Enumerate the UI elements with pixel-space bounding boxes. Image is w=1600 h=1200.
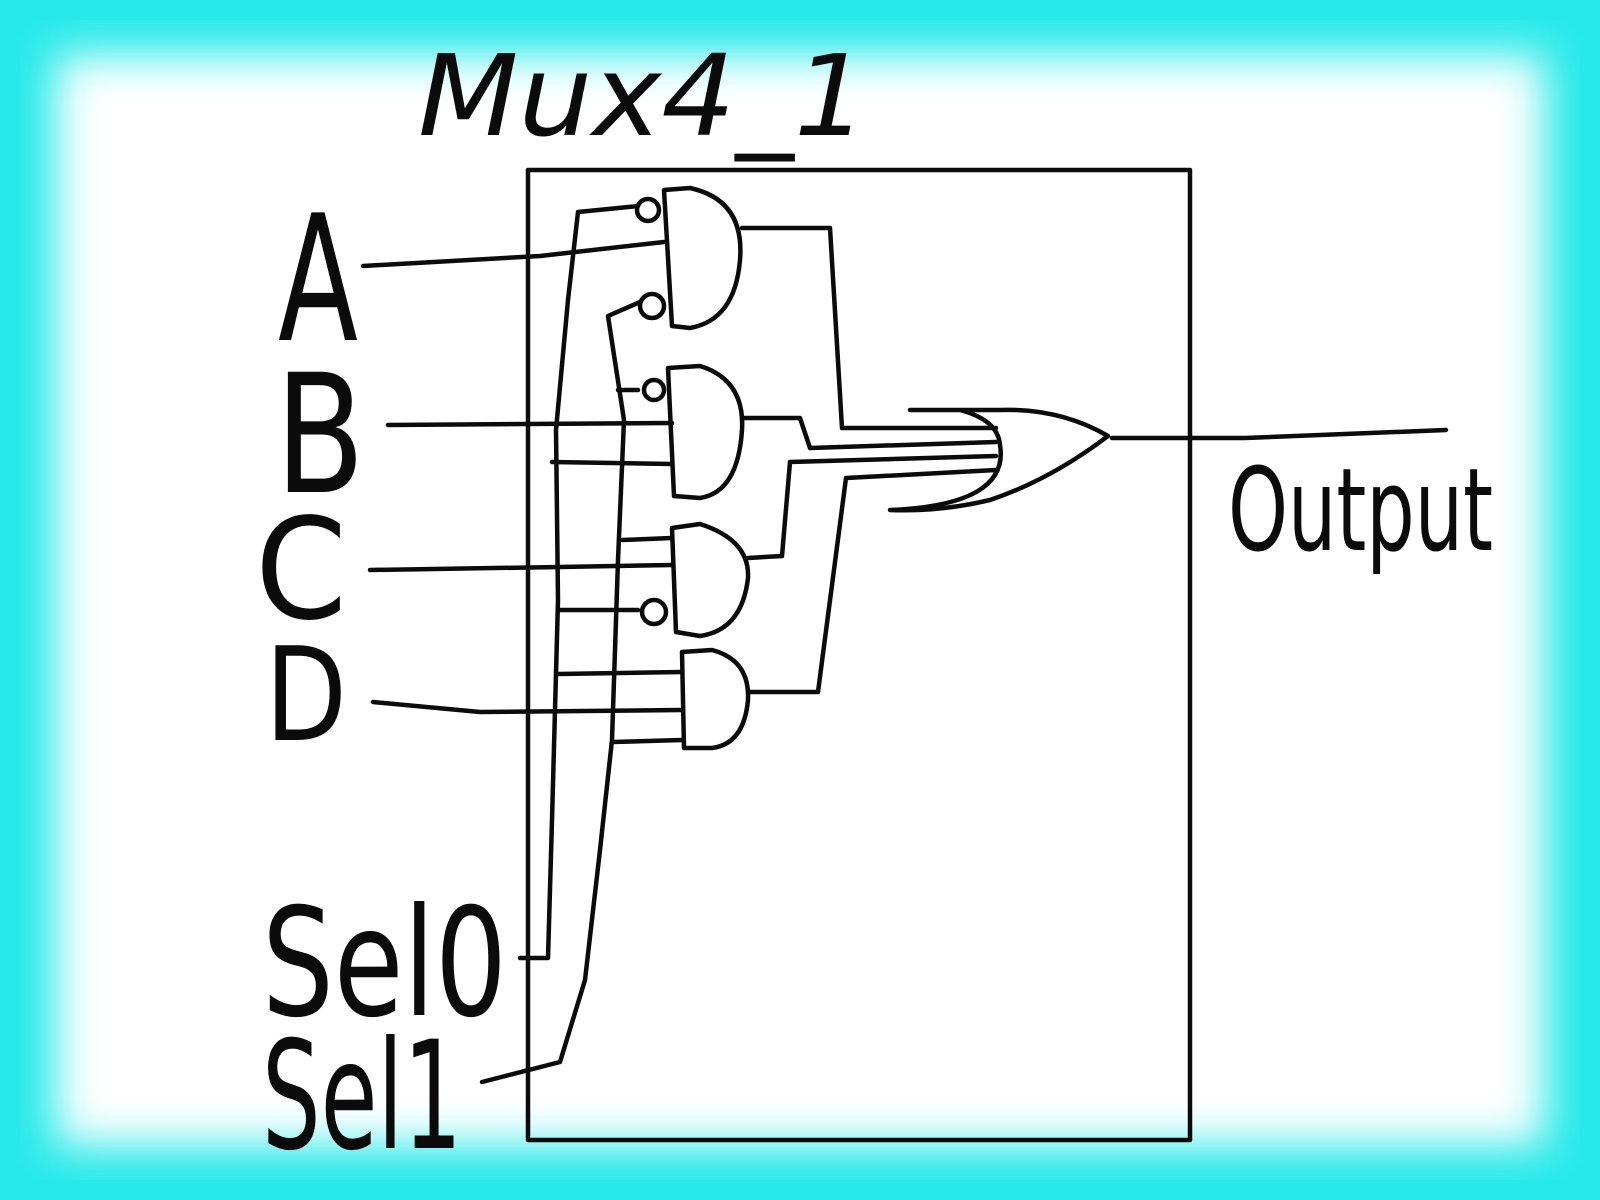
or-gate <box>887 407 1111 513</box>
wire-gate-c-out <box>745 453 999 561</box>
output-label: Output <box>1228 444 1493 578</box>
wire-sel0-to-gate2 <box>549 459 675 467</box>
and-gate-d <box>679 647 751 751</box>
wire-sel1-to-gate3 <box>619 535 675 543</box>
wire-sel0-bus <box>517 203 641 961</box>
wire-sel0-to-gate4 <box>555 669 685 677</box>
input-label-b: B <box>275 339 365 531</box>
input-label-d: D <box>265 619 347 771</box>
not-bubble-b-sel1 <box>641 377 667 403</box>
not-bubble-c-sel0 <box>639 597 669 627</box>
and-gate-b <box>665 363 745 501</box>
wire-gate-d-out <box>745 467 999 695</box>
wire-gate-b-out <box>739 415 999 451</box>
wire-input-a <box>360 239 667 269</box>
module-box <box>525 167 1193 1143</box>
wire-output <box>1109 427 1449 441</box>
input-label-c: C <box>255 489 347 652</box>
select-label-sel1: Sel1 <box>262 1010 462 1184</box>
input-label-a: A <box>278 179 358 382</box>
wire-sel1-to-gate4 <box>609 737 685 745</box>
diagram-title: Mux4_1 <box>418 32 868 162</box>
wire-input-c <box>367 562 675 573</box>
wire-gate-a-out <box>739 225 999 431</box>
and-gate-a <box>661 185 743 331</box>
wire-input-b <box>385 420 675 428</box>
and-gate-c <box>669 521 751 639</box>
not-bubble-a-sel0 <box>634 196 662 224</box>
select-label-sel0: Sel0 <box>262 877 507 1051</box>
not-bubble-a-sel1 <box>637 291 667 321</box>
